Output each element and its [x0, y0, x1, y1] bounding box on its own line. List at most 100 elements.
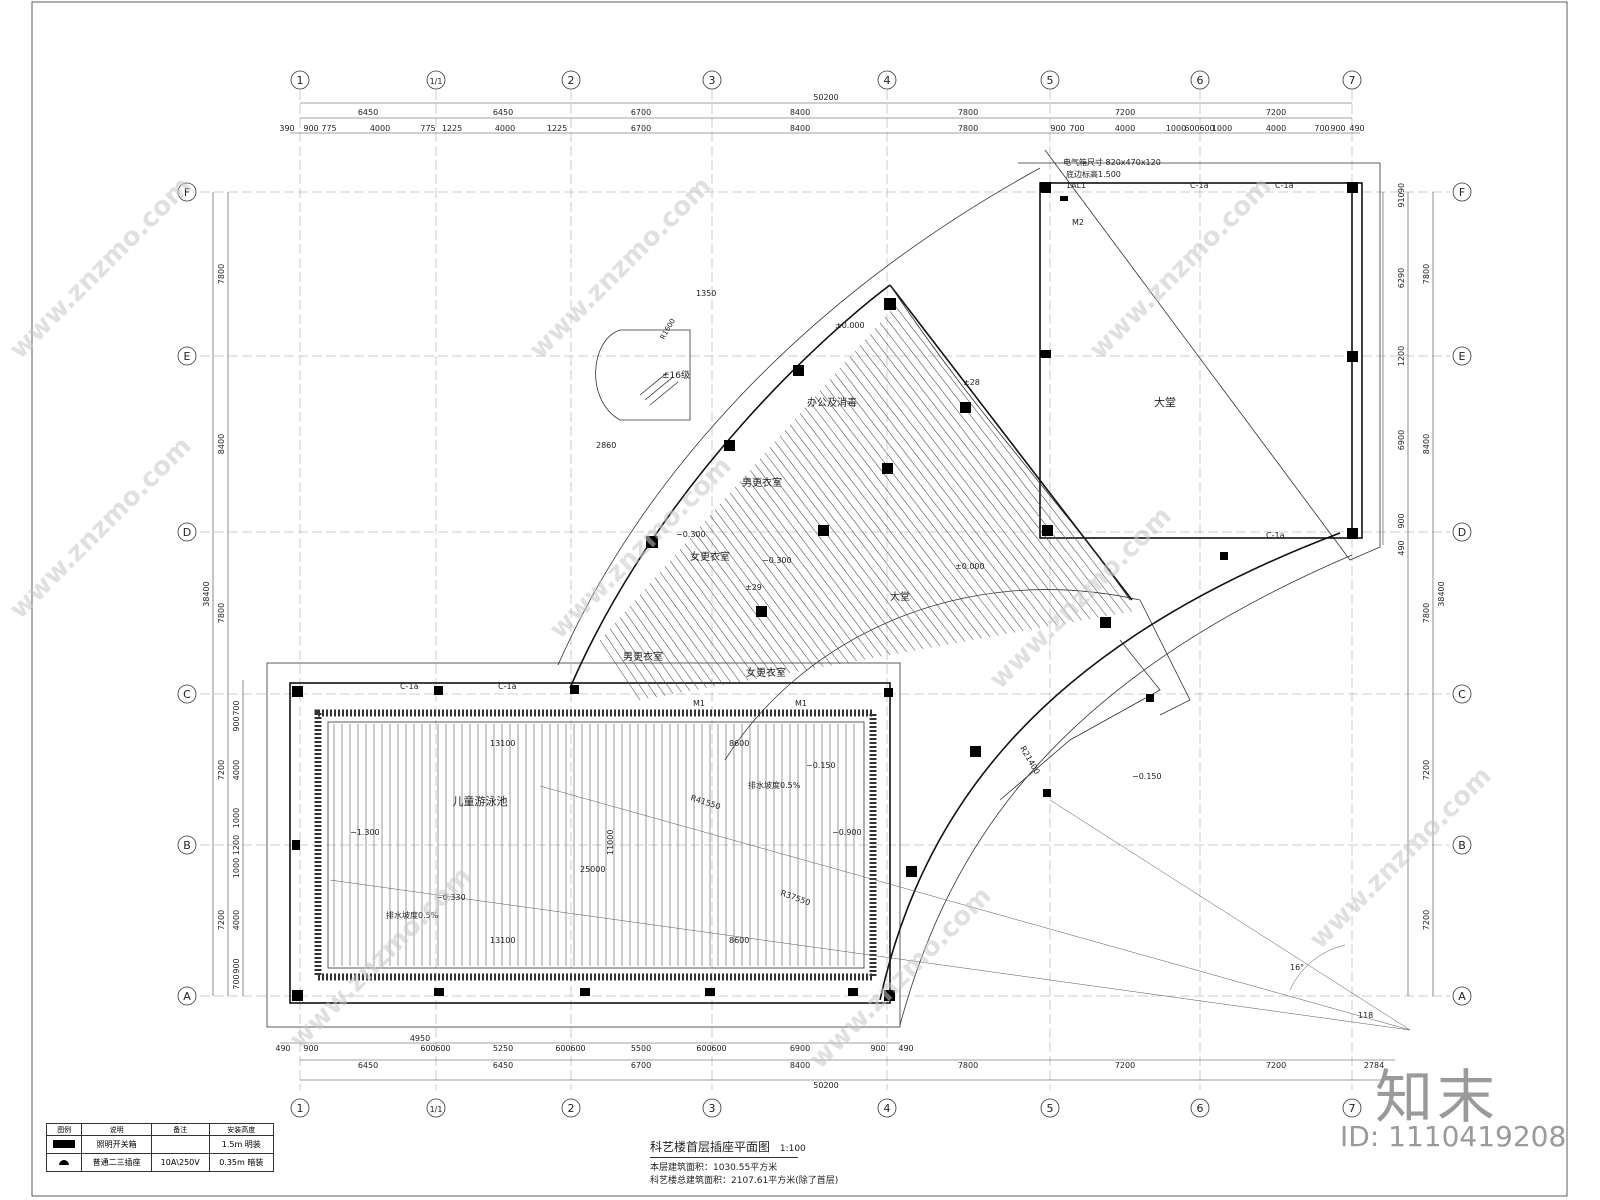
dim-text: 4000 — [232, 760, 241, 780]
elevation-label: −0.300 — [762, 556, 792, 565]
dim-text: 7800 — [958, 108, 978, 117]
panel-height-label: 底边标高1.500 — [1066, 169, 1121, 179]
dim-text: 700 — [232, 700, 241, 715]
axis-label-left: B — [183, 839, 191, 852]
dim-text: 2784 — [1364, 1061, 1384, 1070]
elevation-label: ±0.000 — [835, 321, 865, 330]
dim-text: 6700 — [631, 1061, 651, 1070]
pool-hatch — [333, 724, 855, 966]
elevation-label: −1.300 — [350, 828, 380, 837]
dim-text: 1000 — [232, 808, 241, 828]
dim-text: 900 — [232, 958, 241, 973]
dim-total-left: 38400 — [202, 581, 211, 606]
dim-text: 7200 — [1422, 910, 1431, 930]
radius-label: R21400 — [1018, 745, 1041, 776]
legend-row: 普通二三插座 10A\250V 0.35m 暗装 — [45, 1153, 275, 1172]
window-label: C-1a — [1275, 181, 1294, 190]
axis-label-top: 4 — [884, 74, 891, 87]
elevation-label: −0.330 — [436, 893, 466, 902]
watermark-text: www.znzmo.com — [4, 171, 198, 365]
dim-text: 8400 — [790, 1061, 810, 1070]
dim-text: 1000 — [232, 858, 241, 878]
legend-desc: 照明开关箱 — [81, 1135, 152, 1154]
watermark-text: www.znzmo.com — [284, 861, 478, 1055]
watermark-text: www.znzmo.com — [524, 171, 718, 365]
dim-text: 775 — [321, 124, 336, 133]
watermark-text: www.znzmo.com — [4, 431, 198, 625]
dim-text: 900 — [1397, 513, 1406, 528]
plan-number: ±29 — [745, 583, 762, 592]
dim-text: 1350 — [696, 289, 716, 298]
door-label: M1 — [795, 699, 807, 708]
legend-note — [150, 1135, 210, 1154]
axis-bubbles-left: F E D C B A — [177, 182, 197, 1006]
dim-text: 7800 — [1422, 603, 1431, 623]
watermark-text: www.znzmo.com — [984, 501, 1178, 695]
dim-text: 900 — [1050, 124, 1065, 133]
axis-label-top: 2 — [568, 74, 575, 87]
dim-text: 118 — [1358, 1011, 1373, 1020]
panel-tag-label: 1AL1 — [1066, 181, 1086, 190]
dim-text: 900 — [1330, 124, 1345, 133]
dim-text: 8400 — [217, 434, 226, 454]
drawing-title: 科艺楼首层插座平面图 — [650, 1140, 771, 1154]
axis-label-bottom: 3 — [709, 1102, 716, 1115]
axis-label-left: D — [183, 526, 191, 539]
drawing-scale: 1:100 — [779, 1144, 806, 1154]
dim-text: 600 — [711, 1044, 726, 1053]
dimension-right: 38400 7800 8400 7800 7200 7200 910 90 62… — [1382, 183, 1446, 996]
dim-text: 490 — [1349, 124, 1364, 133]
window-label: C-1a — [400, 682, 419, 691]
axis-label-left: A — [183, 990, 191, 1003]
legend-height: 1.5m 明装 — [208, 1135, 275, 1154]
angle-label: 16° — [1290, 963, 1304, 972]
dim-text: 13100 — [490, 739, 515, 748]
dim-text: 6900 — [1397, 430, 1406, 450]
dim-text: 490 — [275, 1044, 290, 1053]
legend-row: 照明开关箱 1.5m 明装 — [45, 1135, 275, 1154]
dim-text: 7200 — [217, 910, 226, 930]
dim-text: 8400 — [790, 124, 810, 133]
pool-length: 25000 — [580, 865, 605, 874]
dimension-top: 50200 6450 6450 6700 8400 7800 7200 7200… — [279, 93, 1365, 134]
dim-text: R1600 — [659, 317, 677, 341]
dim-text: 6450 — [493, 1061, 513, 1070]
door-label: M1 — [693, 699, 705, 708]
dim-total-top: 50200 — [813, 93, 838, 102]
dim-text: 1000 — [1212, 124, 1232, 133]
dim-text: 7200 — [1115, 1061, 1135, 1070]
axis-label-bottom: 6 — [1197, 1102, 1204, 1115]
watermark-logo: 知末 — [1375, 1063, 1500, 1131]
legend-header: 备注 — [150, 1123, 210, 1136]
dim-text: 4000 — [232, 910, 241, 930]
axis-label-right: D — [1458, 526, 1466, 539]
axis-label-top: 7 — [1349, 74, 1356, 87]
window-label: C-1a — [1190, 181, 1209, 190]
dim-text: 910 — [1397, 192, 1406, 207]
axis-label-top: 5 — [1047, 74, 1054, 87]
lobby-building — [1018, 149, 1381, 561]
room-label-female-change-2: 女更衣室 — [746, 666, 786, 679]
axis-label-right: F — [1459, 186, 1465, 199]
axis-label-top: 1/1 — [430, 77, 443, 86]
plan-number: ±28 — [963, 378, 980, 387]
drawing-frame — [31, 1, 1568, 1197]
dim-text: 7800 — [217, 603, 226, 623]
dim-text: 600 — [1184, 124, 1199, 133]
dim-text: 6700 — [631, 124, 651, 133]
dim-text: 7200 — [1115, 108, 1135, 117]
axis-label-bottom: 5 — [1047, 1102, 1054, 1115]
room-label-pool: 儿童游泳池 — [453, 794, 508, 808]
axis-label-top: 3 — [709, 74, 716, 87]
axis-label-left: E — [184, 350, 191, 363]
dim-text: 900 — [870, 1044, 885, 1053]
axis-label-bottom: 4 — [884, 1102, 891, 1115]
dim-text: 4000 — [1266, 124, 1286, 133]
dim-text: 7200 — [217, 760, 226, 780]
dim-text: 6450 — [358, 108, 378, 117]
floor-area: 本层建筑面积：1030.55平方米 — [650, 1163, 778, 1173]
dim-text: 7200 — [1422, 760, 1431, 780]
dim-text: 8600 — [729, 936, 749, 945]
elevation-label: −0.150 — [1132, 772, 1162, 781]
legend-table: 图例 说明 备注 安装高度 照明开关箱 1.5m 明装 普通二三插座 10A\2… — [45, 1123, 275, 1172]
